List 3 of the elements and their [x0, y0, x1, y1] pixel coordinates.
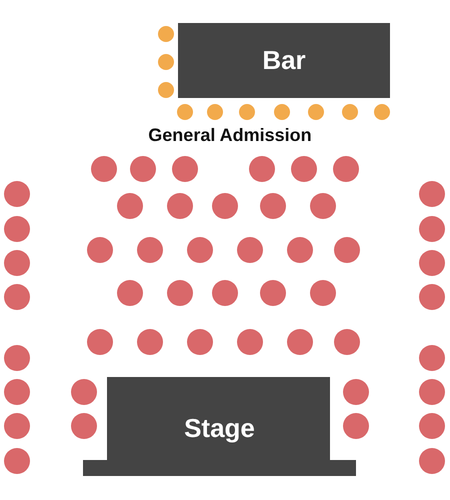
bar-area: Bar — [178, 23, 390, 98]
stage-area: Stage — [83, 377, 356, 476]
section-label: General Admission — [148, 125, 312, 145]
